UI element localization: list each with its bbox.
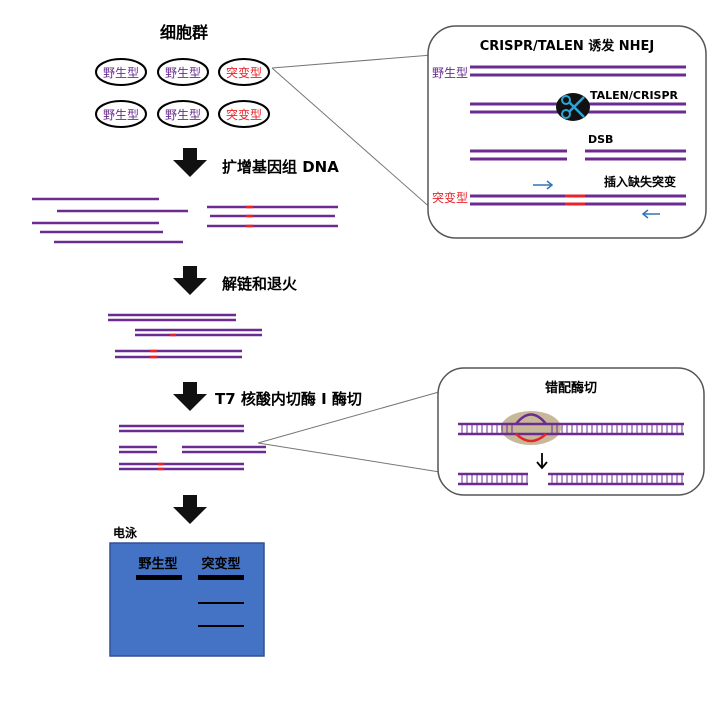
enzyme-label: TALEN/CRISPR <box>590 89 679 102</box>
step-arrow-icon <box>173 148 207 177</box>
reverse-arrow-icon <box>641 209 660 219</box>
dna-duplex-mutant <box>470 194 686 206</box>
gel-band-mutant-cleaved-1 <box>198 602 244 604</box>
mismatch-bubble <box>501 411 561 445</box>
gel-band-mutant-full <box>198 575 244 580</box>
step-arrow-icon <box>173 382 207 411</box>
cell-label: 突变型 <box>226 65 262 80</box>
step-arrow-icon <box>173 266 207 295</box>
cell-label: 野生型 <box>103 108 139 122</box>
gel-title: 电泳 <box>113 525 138 540</box>
gel-band-mutant-cleaved-2 <box>198 625 244 627</box>
cell-label: 野生型 <box>165 66 201 80</box>
inset-bottom-title: 错配酶切 <box>545 380 597 396</box>
electrophoresis-gel: 野生型 突变型 <box>109 542 265 657</box>
amplicons-wild <box>32 197 188 244</box>
forward-arrow-icon <box>533 180 554 190</box>
dna-duplex-dsb <box>470 149 686 161</box>
inset-bottom-connector <box>257 389 447 474</box>
cell-wild-3: 野生型 <box>95 100 147 128</box>
dsb-label: DSB <box>588 133 613 146</box>
annealed-duplexes <box>108 313 262 359</box>
inset-top-nhej: CRISPR/TALEN 诱发 NHEJ 野生型 TALEN/CRISPR DS… <box>427 25 707 239</box>
cleaved-dna-right <box>548 472 684 486</box>
cell-label: 突变型 <box>226 107 262 122</box>
inset-top-title: CRISPR/TALEN 诱发 NHEJ <box>480 38 655 54</box>
cell-population: 野生型 野生型 突变型 野生型 野生型 突变型 <box>95 58 270 128</box>
cleaved-dna-left <box>458 472 528 486</box>
step-arrow-icon <box>173 495 207 524</box>
inset-top-connector <box>271 54 451 226</box>
cell-wild-4: 野生型 <box>157 100 209 128</box>
inset-bottom-mismatch: 错配酶切 <box>437 367 705 496</box>
heteroduplex-dna <box>458 413 684 443</box>
cell-wild-1: 野生型 <box>95 58 147 86</box>
down-arrow-icon <box>536 453 548 470</box>
cell-wild-2: 野生型 <box>157 58 209 86</box>
dna-duplex-wild <box>470 65 686 77</box>
cell-mutant-2: 突变型 <box>218 100 270 128</box>
inset-wild-label: 野生型 <box>432 66 468 80</box>
step-label-t7e1: T7 核酸内切酶 I 酶切 <box>215 390 362 408</box>
scissors-icon <box>556 93 590 121</box>
cell-population-title: 细胞群 <box>160 23 208 42</box>
indel-label: 插入缺失突变 <box>604 174 676 189</box>
step-label-anneal: 解链和退火 <box>222 275 298 293</box>
inset-mutant-label: 突变型 <box>432 190 468 205</box>
cell-label: 野生型 <box>103 66 139 80</box>
step-label-amplify: 扩增基因组 DNA <box>222 158 339 176</box>
lane-label-mutant: 突变型 <box>201 556 240 572</box>
gel-band-wild <box>136 575 182 580</box>
amplicons-mutant <box>207 205 338 228</box>
lane-label-wild: 野生型 <box>138 556 177 572</box>
cell-mutant-1: 突变型 <box>218 58 270 86</box>
cell-label: 野生型 <box>165 108 201 122</box>
cleaved-products <box>119 424 266 471</box>
